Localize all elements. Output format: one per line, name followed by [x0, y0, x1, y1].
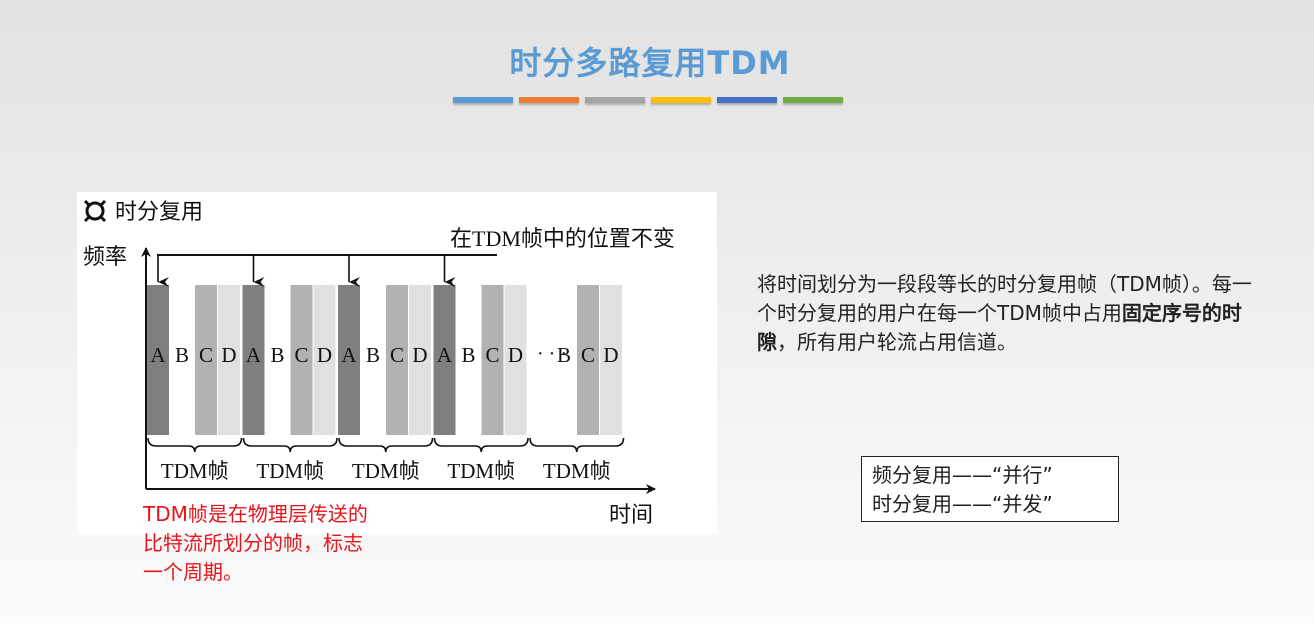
slot-a-frame-2: [242, 285, 265, 435]
comparison-box: 频分复用——“并行” 时分复用——“并发”: [861, 456, 1119, 522]
slot-label-c-frame-5: C: [581, 343, 595, 367]
slot-label-d-frame-2: D: [317, 343, 332, 367]
frame-label-4: TDM帧: [447, 459, 515, 483]
frame-brace-2: [242, 437, 338, 453]
slot-b-frame-2: [266, 285, 289, 435]
slot-label-a-frame-3: A: [341, 343, 357, 367]
slot-label-a-frame-2: A: [246, 343, 262, 367]
slot-c-frame-1: [195, 285, 217, 435]
slot-label-d-frame-1: D: [221, 343, 236, 367]
accent-bar-6: [783, 97, 843, 103]
heading-icon: [83, 199, 107, 223]
slot-d-frame-1: [218, 285, 240, 435]
tdm-description: 将时间划分为一段段等长的时分复用帧（TDM帧）。每一个时分复用的用户在每一个TD…: [757, 270, 1257, 357]
position-note: 在TDM帧中的位置不变: [450, 226, 675, 251]
tdm-frame-note: TDM帧是在物理层传送的比特流所划分的帧，标志一个周期。: [143, 502, 368, 584]
slot-a-frame-1: [147, 285, 169, 435]
accent-bar-1: [453, 97, 513, 103]
accent-bar-4: [651, 97, 711, 103]
slot-label-d-frame-4: D: [508, 343, 523, 367]
comparison-fdm: 频分复用——“并行”: [872, 463, 1053, 487]
slot-label-b-frame-5: B: [557, 343, 571, 367]
slot-d-frame-5: [600, 285, 622, 435]
position-arrows: [157, 255, 456, 287]
description-text-1: 将时间划分为一段段等长的时分复用帧（TDM帧）。每一个时分复用的用户在每一个TD…: [757, 272, 1252, 325]
description-text-2: ，所有用户轮流占用信道。: [777, 330, 1017, 354]
slot-b-frame-1: [171, 285, 193, 435]
y-axis-label: 频率: [83, 244, 127, 269]
comparison-tdm: 时分复用——“并发”: [872, 492, 1053, 516]
frame-label-5: TDM帧: [543, 459, 611, 483]
slot-label-d-frame-5: D: [603, 343, 618, 367]
slot-d-frame-2: [313, 285, 336, 435]
slot-d-frame-3: [409, 285, 431, 435]
accent-bar-3: [585, 97, 645, 103]
accent-bar-5: [717, 97, 777, 103]
slot-c-frame-3: [386, 285, 408, 435]
slot-c-frame-5: [577, 285, 599, 435]
x-axis-label: 时间: [609, 502, 653, 527]
diagram-heading: 时分复用: [115, 200, 203, 225]
slot-d-frame-4: [504, 285, 527, 435]
slot-b-frame-4: [457, 285, 480, 435]
slot-label-b-frame-2: B: [270, 343, 284, 367]
frame-label-3: TDM帧: [352, 459, 420, 483]
slot-label-a-frame-4: A: [437, 343, 453, 367]
slot-label-d-frame-3: D: [412, 343, 427, 367]
frame-label-2: TDM帧: [256, 459, 324, 483]
slot-label-b-frame-3: B: [366, 343, 380, 367]
slot-label-c-frame-4: C: [485, 343, 499, 367]
slot-c-frame-2: [290, 285, 313, 435]
frame-label-1: TDM帧: [161, 459, 229, 483]
slot-label-b-frame-4: B: [461, 343, 475, 367]
accent-bar-2: [519, 97, 579, 103]
slot-label-c-frame-1: C: [199, 343, 213, 367]
slot-label-c-frame-2: C: [294, 343, 308, 367]
slot-label-c-frame-3: C: [390, 343, 404, 367]
frame-brace-5: [529, 437, 625, 453]
frame-brace-1: [147, 437, 243, 453]
slot-b-frame-5: [553, 285, 575, 435]
slot-label-a-frame-1: A: [150, 343, 166, 367]
frame-brace-3: [338, 437, 434, 453]
slot-ellipsis: · · ·: [537, 343, 567, 365]
frame-braces: TDM帧 TDM帧 TDM帧 TDM帧 TDM帧: [147, 437, 625, 483]
slot-c-frame-4: [481, 285, 504, 435]
slot-b-frame-3: [362, 285, 384, 435]
frame-brace-4: [433, 437, 529, 453]
slot-a-frame-3: [338, 285, 360, 435]
description-bold: 固定序号的时隙: [757, 301, 1242, 354]
page-title: 时分多路复用TDM: [509, 44, 791, 82]
slot-label-b-frame-1: B: [175, 343, 189, 367]
slot-a-frame-4: [433, 285, 456, 435]
